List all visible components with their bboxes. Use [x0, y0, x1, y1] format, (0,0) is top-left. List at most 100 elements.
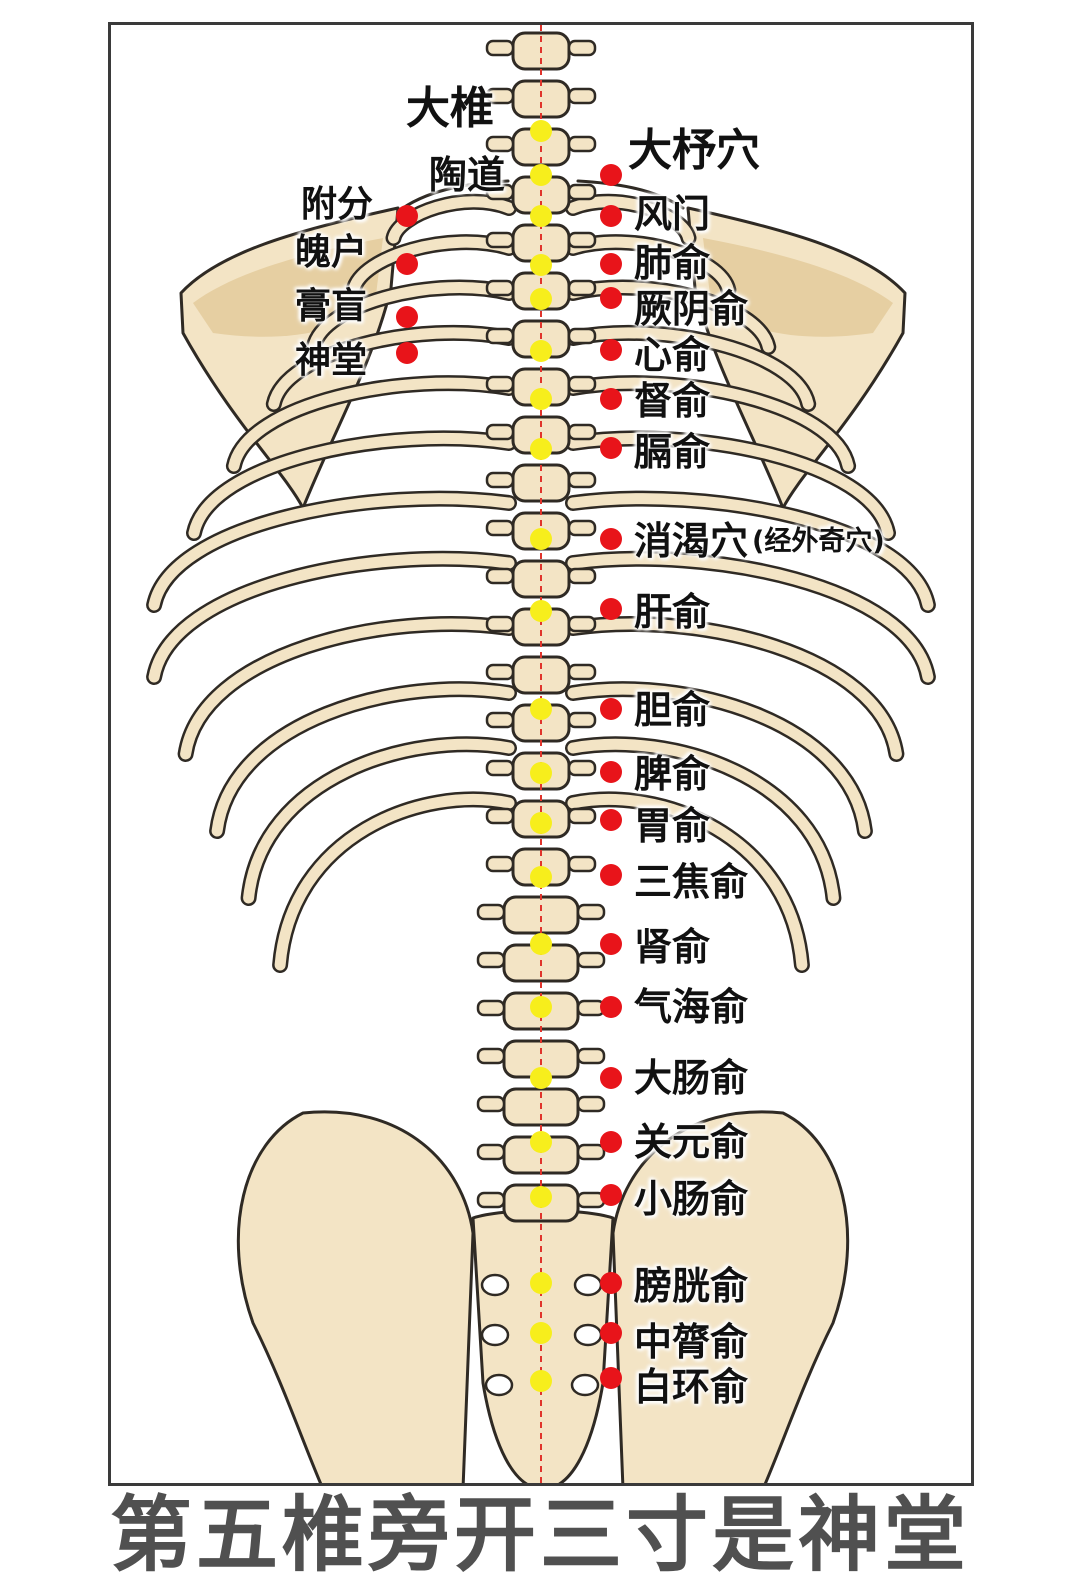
- rib-right-fill: [567, 282, 774, 353]
- governor-point: [530, 1370, 552, 1392]
- bladder-point-outer-line: [396, 205, 418, 227]
- transverse-process-left: [485, 567, 515, 585]
- right-iliac-wing: [611, 1110, 850, 1483]
- transverse-process-left: [476, 999, 506, 1017]
- bladder-point-inner-line: [600, 598, 622, 620]
- governor-point: [530, 388, 552, 410]
- transverse-process-left: [476, 1191, 506, 1209]
- transverse-process-left: [485, 519, 515, 537]
- label-baihuanshu: 白环俞: [634, 1365, 749, 1409]
- label-sanjiaoshu: 三焦俞: [634, 860, 749, 904]
- transverse-process-left: [485, 135, 515, 153]
- left-iliac-wing: [236, 1110, 475, 1483]
- label-danshu: 胆俞: [634, 688, 711, 732]
- bladder-point-inner-line: [600, 809, 622, 831]
- rib-right-fill: [567, 618, 902, 760]
- sacral-foramina: [480, 1273, 603, 1397]
- transverse-process-right: [576, 951, 606, 969]
- rib-right-fill: [567, 327, 814, 410]
- bladder-point-inner-line: [600, 1184, 622, 1206]
- rib-left-fill: [308, 282, 515, 353]
- rib-right-fill: [567, 683, 871, 837]
- label-dushu: 督俞: [634, 379, 711, 423]
- label-dachangshu: 大肠俞: [634, 1056, 749, 1100]
- transverse-process-left: [485, 39, 515, 57]
- transverse-process-right: [567, 615, 597, 633]
- sacrum: [471, 1209, 615, 1483]
- transverse-process-right: [567, 183, 597, 201]
- governor-point: [530, 528, 552, 550]
- transverse-process-left: [476, 1143, 506, 1161]
- transverse-process-left: [476, 951, 506, 969]
- transverse-process-right: [567, 663, 597, 681]
- transverse-process-right: [567, 807, 597, 825]
- transverse-process-left: [476, 1047, 506, 1065]
- bladder-point-inner-line: [600, 1067, 622, 1089]
- bladder-point-inner-line: [600, 1131, 622, 1153]
- label-ganshu: 肝俞: [634, 590, 711, 634]
- sacral-foramen: [573, 1323, 603, 1347]
- vertebra: [511, 79, 571, 119]
- bladder-point-inner-line: [600, 339, 622, 361]
- rib-right-fill: [567, 738, 839, 904]
- bladder-point-inner-line: [600, 388, 622, 410]
- transverse-process-right: [567, 39, 597, 57]
- transverse-process-right: [567, 855, 597, 873]
- transverse-process-left: [485, 855, 515, 873]
- label-weishu: 胃俞: [634, 804, 711, 848]
- transverse-process-right: [567, 759, 597, 777]
- sacral-foramen: [480, 1323, 510, 1347]
- governor-point: [530, 254, 552, 276]
- label-shentang: 神堂: [295, 340, 368, 381]
- bladder-point-inner-line: [600, 698, 622, 720]
- transverse-process-left: [485, 279, 515, 297]
- transverse-process-left: [476, 1095, 506, 1113]
- bladder-meridian-points: [396, 164, 622, 1389]
- governor-point: [530, 866, 552, 888]
- right-clavicle: [576, 179, 685, 210]
- governor-point: [530, 1322, 552, 1344]
- rib-right-fill: [567, 794, 808, 971]
- label-fufen: 附分: [301, 184, 374, 225]
- transverse-process-right: [567, 567, 597, 585]
- transverse-process-left: [485, 423, 515, 441]
- label-pohu: 魄户: [295, 232, 368, 273]
- transverse-process-right: [576, 1143, 606, 1161]
- rib-left-fill: [274, 794, 515, 971]
- bladder-point-inner-line: [600, 205, 622, 227]
- label-dazhui: 大椎: [406, 83, 494, 134]
- bladder-point-outer-line: [396, 253, 418, 275]
- bladder-point-inner-line: [600, 1272, 622, 1294]
- label-shenshu: 肾俞: [634, 925, 711, 969]
- governor-point: [530, 1067, 552, 1089]
- rib-right-fill: [567, 493, 934, 611]
- transverse-process-left: [485, 807, 515, 825]
- bladder-point-inner-line: [600, 996, 622, 1018]
- bladder-point-outer-line: [396, 342, 418, 364]
- governor-point: [530, 1131, 552, 1153]
- transverse-process-left: [485, 711, 515, 729]
- rib-left-fill: [228, 377, 515, 472]
- transverse-process-left: [485, 615, 515, 633]
- label-xinshu: 心俞: [634, 333, 711, 377]
- governor-point: [530, 120, 552, 142]
- rib-left-fill: [188, 432, 515, 539]
- governor-point: [530, 812, 552, 834]
- sacral-foramen: [570, 1373, 600, 1397]
- label-feishu: 肺俞: [634, 241, 711, 285]
- back-skeleton-diagram: [146, 25, 936, 1483]
- governor-point: [530, 438, 552, 460]
- label-xiaoke-note: (经外奇穴): [752, 526, 885, 557]
- governor-point: [530, 600, 552, 622]
- transverse-process-left: [485, 663, 515, 681]
- governor-point: [530, 933, 552, 955]
- governor-point: [530, 164, 552, 186]
- transverse-process-right: [576, 903, 606, 921]
- transverse-process-right: [567, 375, 597, 393]
- diagram-frame: 大椎 陶道 大杼穴 风门 肺俞 厥阴俞 心俞 督俞 膈俞 消渴穴 (经外奇穴) …: [108, 22, 974, 1486]
- rib-right-fill: [567, 432, 894, 539]
- governor-point: [530, 340, 552, 362]
- label-pishu: 脾俞: [634, 752, 711, 796]
- transverse-process-right: [567, 231, 597, 249]
- rib-left-fill: [268, 327, 515, 410]
